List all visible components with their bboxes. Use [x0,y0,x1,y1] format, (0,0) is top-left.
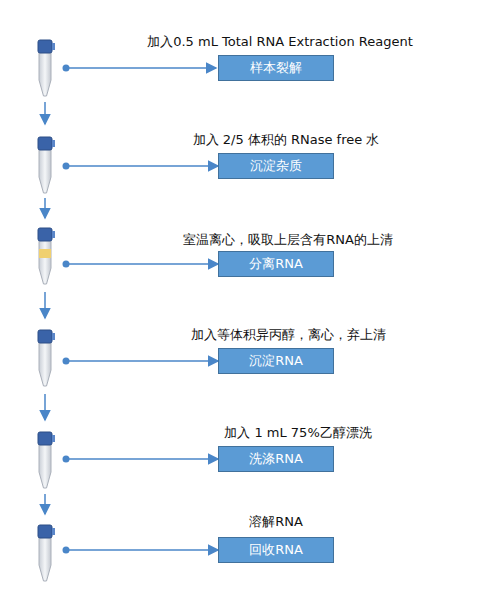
step-note: 加入等体积异丙醇，离心，弃上清 [191,327,386,343]
process-box: 样本裂解 [218,55,334,81]
step-note: 加入 1 mL 75%乙醇漂洗 [224,425,371,441]
step-note: 室温离心，吸取上层含有RNA的上清 [183,232,393,248]
step-note: 溶解RNA [249,514,303,530]
step-note: 加入0.5 mL Total RNA Extraction Reagent [147,34,413,50]
tubes [38,40,55,581]
process-box: 沉淀RNA [218,348,334,374]
process-box: 分离RNA [218,251,334,277]
step-arrows [45,68,218,550]
process-box: 洗涤RNA [218,446,334,472]
step-note: 加入 2/5 体积的 RNase free 水 [193,132,380,148]
dots [63,65,70,554]
process-box: 回收RNA [218,537,334,563]
process-box: 沉淀杂质 [218,153,334,179]
